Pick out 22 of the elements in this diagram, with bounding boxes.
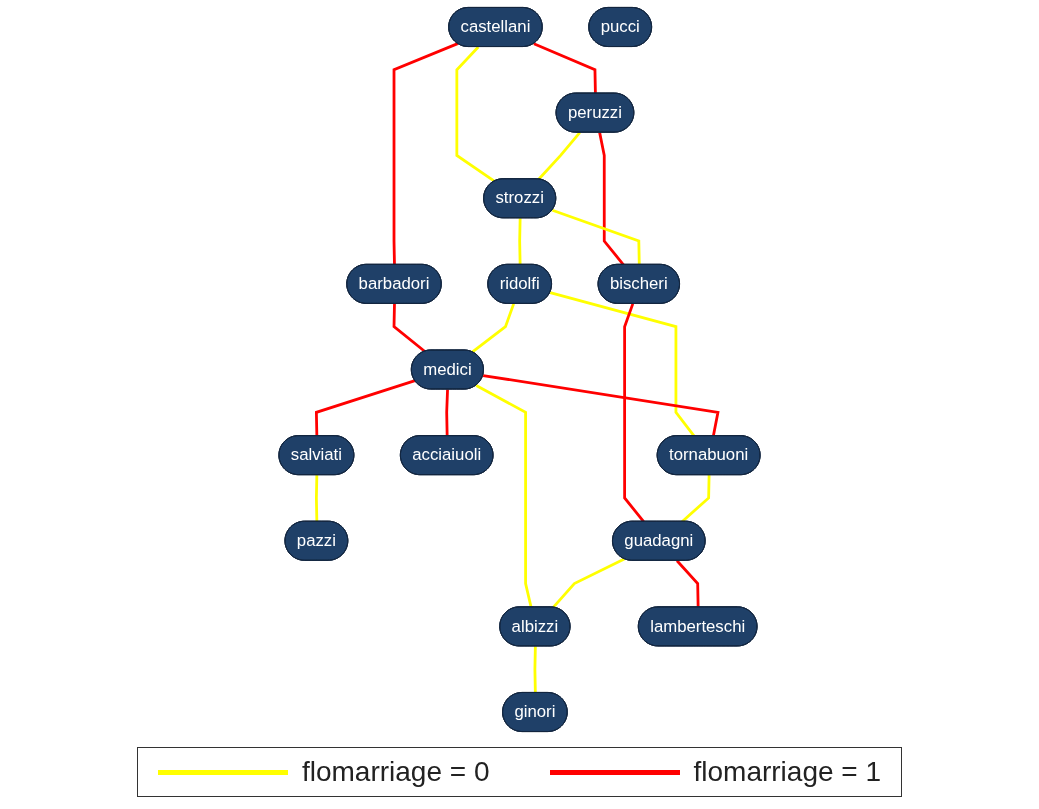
connector [445,389,449,437]
connector [518,218,522,265]
connector [533,646,537,693]
connector [455,46,496,183]
connector [392,42,459,265]
connector [315,475,319,522]
legend-text: flomarriage = 1 [693,756,882,788]
connector [537,131,581,181]
connector [533,42,597,94]
legend-text: flomarriage = 0 [301,756,490,788]
connector [392,303,426,353]
connector [551,209,641,265]
connector [623,303,645,523]
connector [552,557,625,609]
connector [598,132,625,266]
connector [549,291,696,437]
connector [676,559,700,608]
connector [681,475,711,523]
connector [482,374,720,437]
connector [471,303,515,354]
connector [314,379,416,437]
connector [475,384,533,608]
